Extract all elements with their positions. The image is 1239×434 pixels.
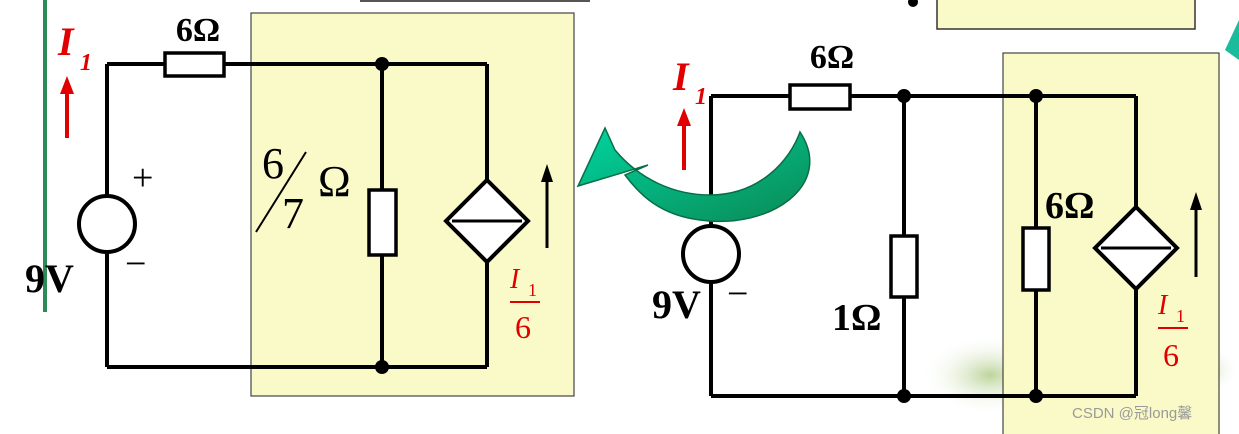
left-wires	[105, 62, 489, 369]
left-series-resistor	[163, 51, 226, 78]
right-parallel-resistor-label: 6Ω	[1045, 185, 1094, 227]
left-dependent-denominator: 6	[515, 309, 531, 345]
left-source-minus: −	[125, 243, 146, 285]
left-highlight-box	[250, 12, 575, 397]
right-shunt-resistor-label: 1Ω	[832, 297, 881, 339]
left-current-symbol: I	[57, 19, 75, 64]
right-node-top-2	[1029, 89, 1043, 103]
left-equiv-numerator: 6	[262, 139, 284, 188]
watermark: CSDN @冠long馨	[1072, 405, 1192, 422]
right-current-arrowhead	[677, 108, 691, 126]
right-parallel-resistor	[1021, 226, 1051, 292]
left-source-plus: +	[132, 157, 153, 199]
left-node-top	[375, 57, 389, 71]
right-shunt-resistor	[889, 234, 919, 299]
left-equiv-unit: Ω	[318, 157, 351, 206]
fraction-slash	[255, 151, 307, 233]
left-dependent-arrowhead	[541, 164, 553, 182]
left-node-bottom	[375, 360, 389, 374]
right-source-voltage: 9V	[652, 282, 701, 327]
left-dependent-numerator-sub: 1	[528, 280, 537, 300]
transform-arrow	[576, 126, 811, 223]
right-current-subscript: 1	[695, 84, 707, 110]
right-dependent-denominator: 6	[1163, 337, 1179, 373]
right-voltage-source	[681, 224, 741, 284]
left-dependent-numerator: I	[509, 264, 521, 295]
top-node-fragment	[908, 0, 918, 7]
right-current-symbol: I	[672, 54, 690, 99]
left-source-voltage: 9V	[25, 256, 74, 301]
arrow-fragment-right	[1225, 20, 1239, 60]
top-right-box-fragment	[936, 0, 1196, 30]
left-accent-bar	[43, 0, 47, 312]
right-dependent-numerator-sub: 1	[1176, 306, 1185, 326]
right-node-top-1	[897, 89, 911, 103]
right-series-resistor-label: 6Ω	[810, 39, 854, 76]
right-source-minus: −	[727, 273, 748, 315]
left-circuit: 6Ω 6 7 Ω + − 9V I 1 I 1 6	[25, 12, 575, 397]
left-equiv-denominator: 7	[282, 189, 304, 238]
curved-arrow-icon	[576, 126, 811, 223]
right-dependent-arrowhead	[1190, 192, 1202, 210]
right-circuit: 6Ω 1Ω 6Ω + − 9V I 1 I 1 6	[652, 39, 1220, 434]
left-current-subscript: 1	[80, 50, 92, 76]
left-current-arrowhead	[60, 76, 74, 94]
right-node-bottom-1	[897, 389, 911, 403]
left-series-resistor-label: 6Ω	[176, 12, 220, 49]
left-voltage-source	[77, 194, 137, 254]
left-equiv-resistor	[367, 188, 398, 257]
right-dependent-numerator: I	[1157, 290, 1169, 321]
right-series-resistor	[788, 83, 852, 111]
right-node-bottom-2	[1029, 389, 1043, 403]
